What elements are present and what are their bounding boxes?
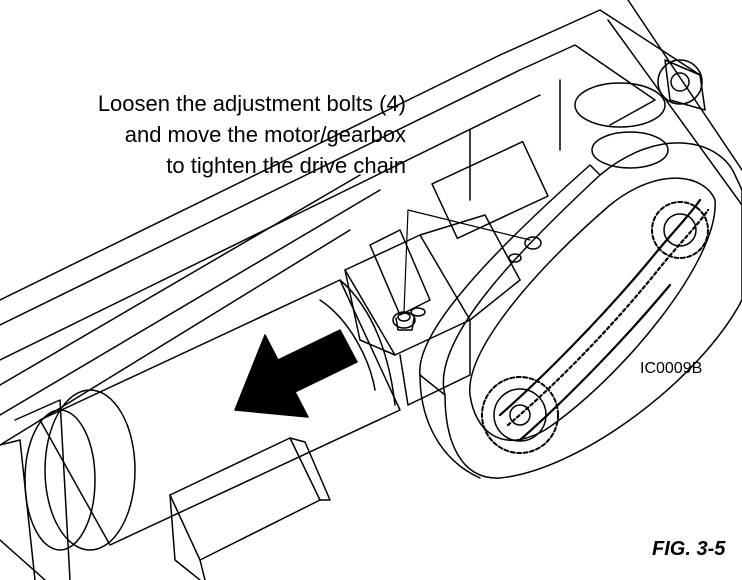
instruction-callout: Loosen the adjustment bolts (4) and move… — [98, 88, 406, 181]
drawing-id: IC0009B — [640, 360, 703, 377]
figure-label: FIG. 3-5 — [652, 538, 726, 560]
adjustment-bolt-icon — [392, 236, 542, 331]
chain-guard — [419, 142, 742, 479]
motor-bracket — [344, 140, 549, 406]
direction-arrow — [234, 329, 358, 418]
callout-line: and move the motor/gearbox — [124, 122, 406, 147]
drive-chain — [498, 198, 710, 442]
conveyor-frame — [0, 0, 742, 446]
callout-leaders — [403, 209, 531, 313]
pivot-bolt — [574, 59, 706, 169]
terminal-box — [169, 437, 331, 580]
motor-body — [0, 279, 401, 580]
callout-line: Loosen the adjustment bolts (4) — [97, 91, 406, 116]
sprocket-icon — [481, 201, 709, 454]
callout-line: to tighten the drive chain — [166, 153, 406, 178]
